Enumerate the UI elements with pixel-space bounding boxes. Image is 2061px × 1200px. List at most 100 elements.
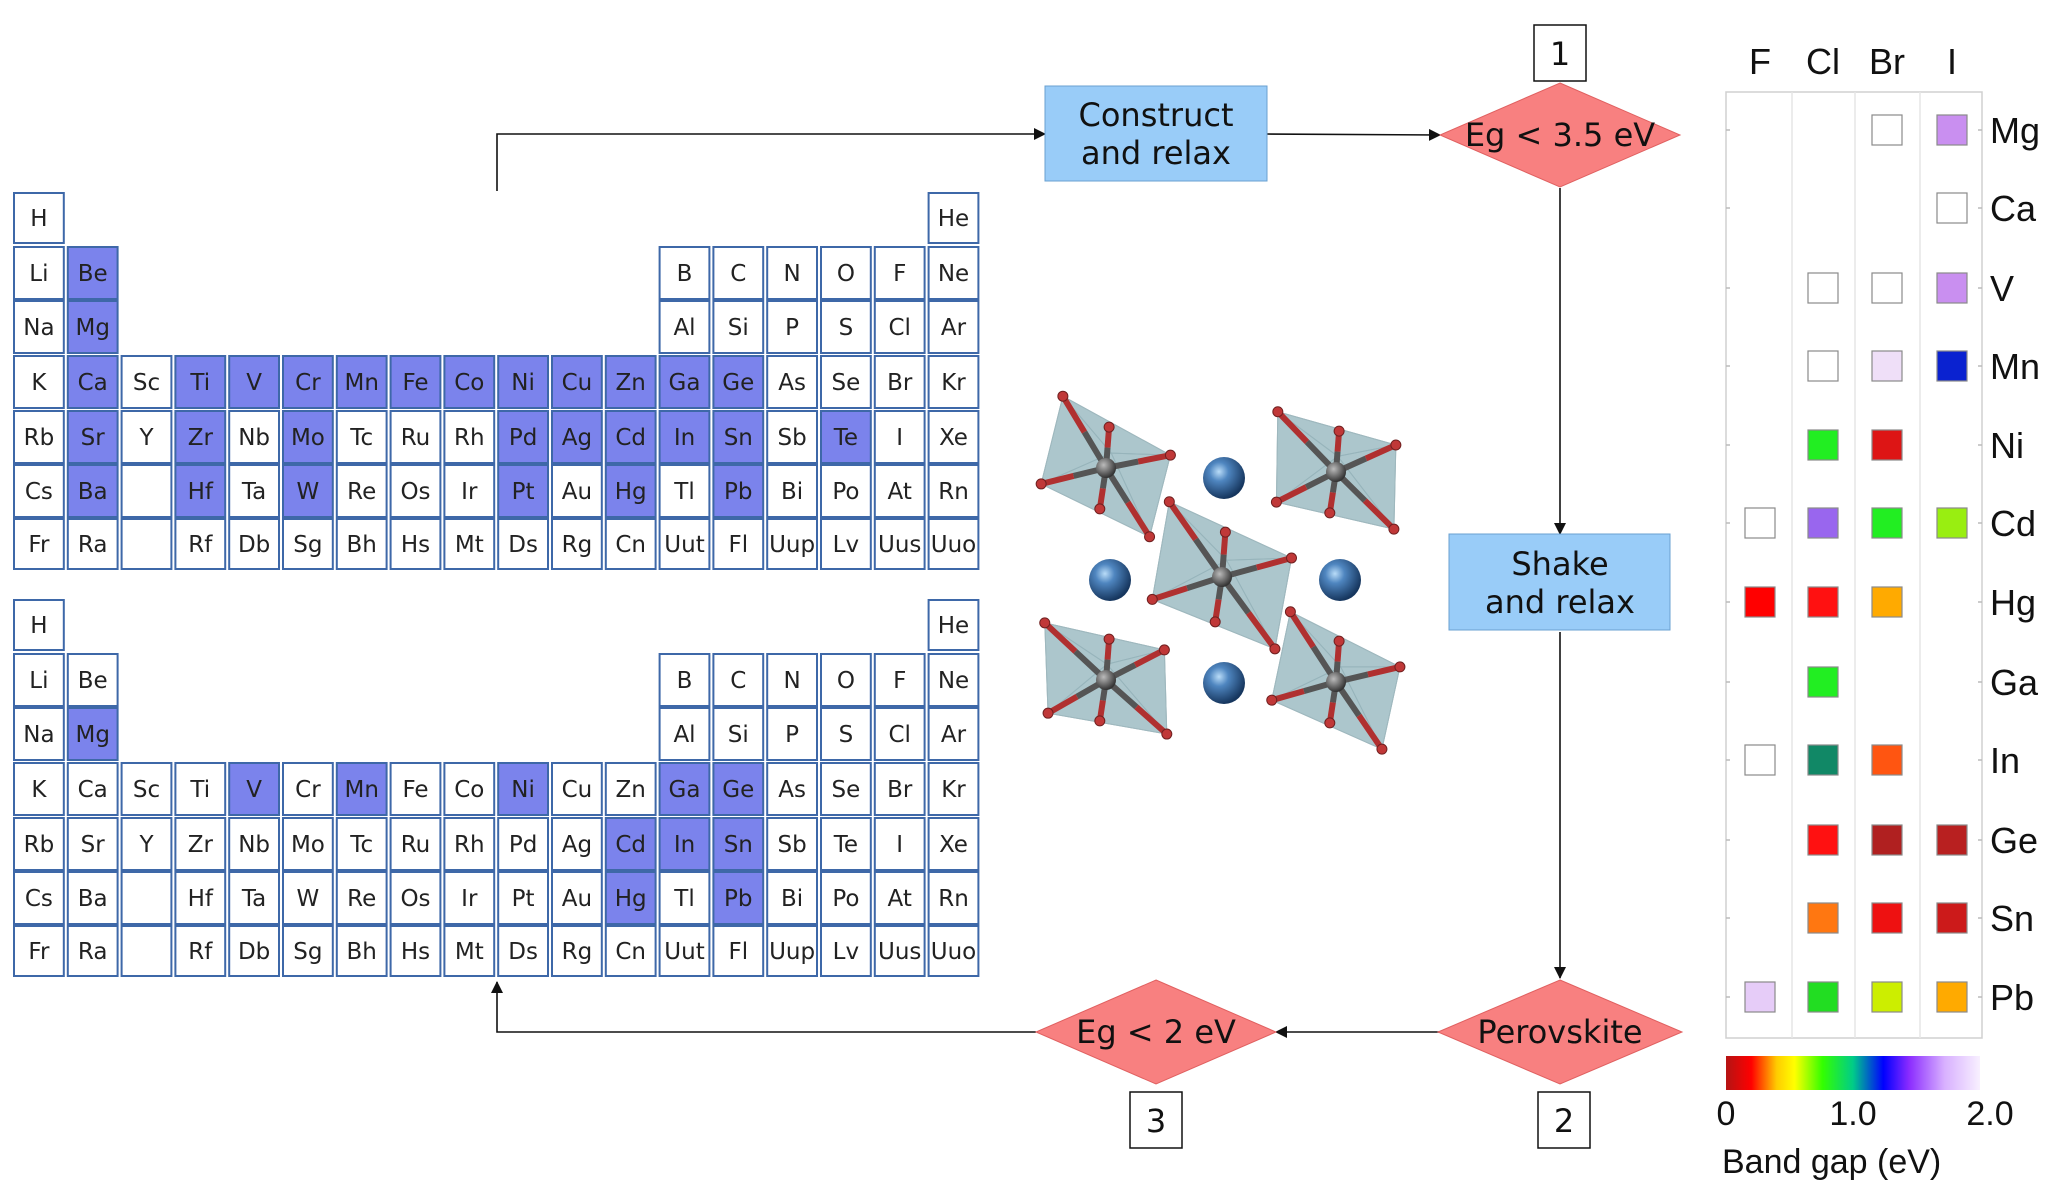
band-gap-cell: [1871, 902, 1903, 934]
band-gap-cell: [1871, 507, 1903, 539]
decision-eg-35: Eg < 3.5 eV: [1438, 82, 1682, 188]
band-gap-cell: [1871, 114, 1903, 146]
element-symbol: Hf: [188, 479, 214, 505]
element-symbol: Ga: [669, 370, 701, 396]
element-symbol: Ca: [78, 370, 108, 396]
grid-column-label: Br: [1869, 41, 1905, 82]
halide-atom: [1324, 717, 1336, 729]
element-cell: [551, 355, 603, 409]
element-cell: [497, 925, 550, 977]
element-symbol: Al: [673, 722, 695, 748]
element-cell: [66, 653, 119, 707]
element-symbol: Rf: [188, 939, 213, 965]
element-symbol: Na: [23, 315, 54, 341]
element-symbol: Os: [400, 479, 430, 505]
metal-atom: [1212, 567, 1232, 587]
element-cell: [927, 599, 980, 651]
band-gap-cell: [1744, 507, 1776, 539]
band-gap-cell: [1807, 586, 1839, 618]
metal-atom: [1326, 462, 1346, 482]
band-gap-cell: [1807, 744, 1839, 776]
element-symbol: K: [31, 370, 47, 396]
element-symbol: Se: [832, 777, 861, 803]
element-cell: [873, 762, 926, 816]
element-cell: [389, 817, 442, 871]
halide-atom: [1103, 633, 1115, 645]
element-cell: [551, 871, 603, 925]
element-cell: [443, 817, 496, 871]
element-cell: [13, 464, 65, 518]
element-symbol: Kr: [941, 370, 966, 396]
element-cell: [712, 925, 765, 977]
element-symbol: Nb: [238, 425, 270, 451]
element-symbol: Fr: [28, 532, 50, 558]
element-symbol: Ba: [78, 479, 108, 505]
grid-column-label: Cl: [1806, 41, 1840, 82]
element-symbol: B: [677, 668, 693, 694]
element-symbol: I: [896, 425, 903, 451]
element-symbol: Sg: [293, 939, 322, 965]
element-symbol: Br: [887, 777, 913, 803]
element-cell: [766, 817, 819, 871]
element-symbol: Cn: [615, 939, 646, 965]
band-gap-cell: [1744, 586, 1776, 618]
element-cell: [604, 518, 657, 570]
element-cell: [658, 925, 711, 977]
element-cell: [497, 410, 550, 464]
element-cell: [389, 464, 442, 518]
element-symbol: Nb: [238, 832, 270, 858]
element-cell: [927, 817, 980, 871]
element-symbol: Tc: [349, 425, 373, 451]
element-cell: [766, 300, 819, 354]
svg-text:and relax: and relax: [1081, 134, 1231, 172]
element-symbol: Uuo: [931, 939, 976, 965]
halide-atom: [1270, 496, 1282, 508]
halide-atom: [1284, 606, 1296, 618]
element-cell: [873, 464, 926, 518]
element-symbol: Ba: [78, 886, 108, 912]
element-cell: [282, 817, 334, 871]
element-cell: [13, 707, 65, 761]
element-cell: [820, 707, 872, 761]
element-symbol: Zn: [616, 370, 646, 396]
grid-row-label: Ge: [1990, 820, 2038, 861]
element-symbol: Sb: [777, 425, 806, 451]
element-cell: [551, 410, 603, 464]
element-cell: [443, 762, 496, 816]
halide-atom: [1158, 644, 1170, 656]
element-symbol: Rb: [24, 425, 55, 451]
element-symbol: Lv: [833, 532, 859, 558]
element-cell: [174, 817, 227, 871]
bond: [1270, 688, 1305, 704]
element-symbol: Cn: [615, 532, 646, 558]
element-symbol: Tl: [673, 479, 694, 505]
arrow-table-to-construct: [496, 128, 1046, 191]
element-cell: [335, 464, 388, 518]
element-cell: [174, 871, 227, 925]
element-symbol: Ta: [241, 479, 266, 505]
element-symbol: Db: [238, 532, 270, 558]
halide-atom: [1094, 715, 1106, 727]
element-symbol: Ge: [722, 777, 754, 803]
metal-atom: [1326, 672, 1346, 692]
element-cell: [927, 925, 980, 977]
element-symbol: H: [30, 206, 47, 232]
element-symbol: He: [938, 206, 969, 232]
element-cell: [228, 925, 280, 977]
bond: [1125, 500, 1153, 539]
element-cell: [820, 653, 872, 707]
element-symbol: Bh: [347, 532, 377, 558]
element-cell: [873, 300, 926, 354]
element-cell: [820, 518, 872, 570]
element-symbol: Cu: [562, 370, 593, 396]
element-cell: [389, 762, 442, 816]
element-symbol: Ra: [78, 939, 108, 965]
band-gap-cell: [1807, 272, 1839, 304]
bond: [1246, 611, 1278, 651]
element-cell: [820, 871, 872, 925]
element-symbol: Ag: [562, 832, 592, 858]
step-2-label: 2: [1554, 1102, 1574, 1140]
element-symbol: Na: [23, 722, 54, 748]
grid-row-label: Cd: [1990, 503, 2036, 544]
